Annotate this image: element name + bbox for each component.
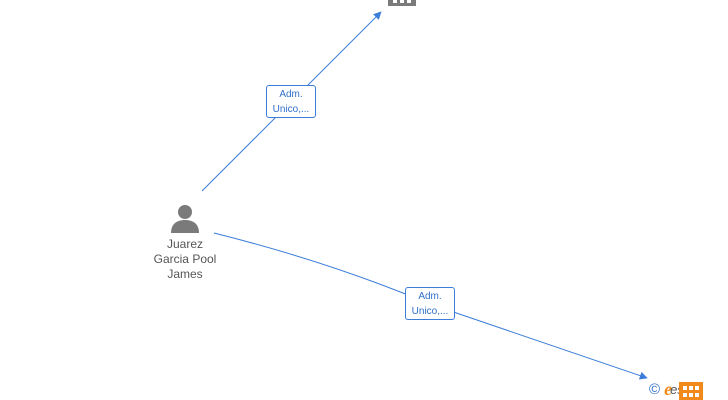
- person-name: Juarez Garcia Pool James: [140, 237, 230, 282]
- copyright-symbol: ©: [649, 380, 661, 398]
- person-icon: [171, 205, 199, 233]
- person-name-line: Juarez: [166, 237, 204, 251]
- edge-label-line: Unico,...: [272, 104, 310, 115]
- brand-building-icon: [679, 382, 703, 400]
- brand-logo-letter: e: [664, 378, 673, 399]
- edge-label-bottom[interactable]: Adm. Unico,...: [405, 287, 455, 320]
- company-node[interactable]: [386, 0, 418, 13]
- edge-label-top[interactable]: Adm. Unico,...: [266, 85, 316, 118]
- person-name-line: James: [167, 267, 203, 281]
- edge-label-line: Unico,...: [411, 306, 449, 317]
- edge-label-line: Adm.: [279, 89, 303, 100]
- person-node[interactable]: Juarez Garcia Pool James: [140, 203, 230, 282]
- edge-label-line: Adm.: [418, 291, 442, 302]
- brand-watermark: © e esia: [649, 378, 703, 400]
- building-icon: [388, 0, 416, 6]
- person-name-line: Garcia Pool: [153, 252, 217, 266]
